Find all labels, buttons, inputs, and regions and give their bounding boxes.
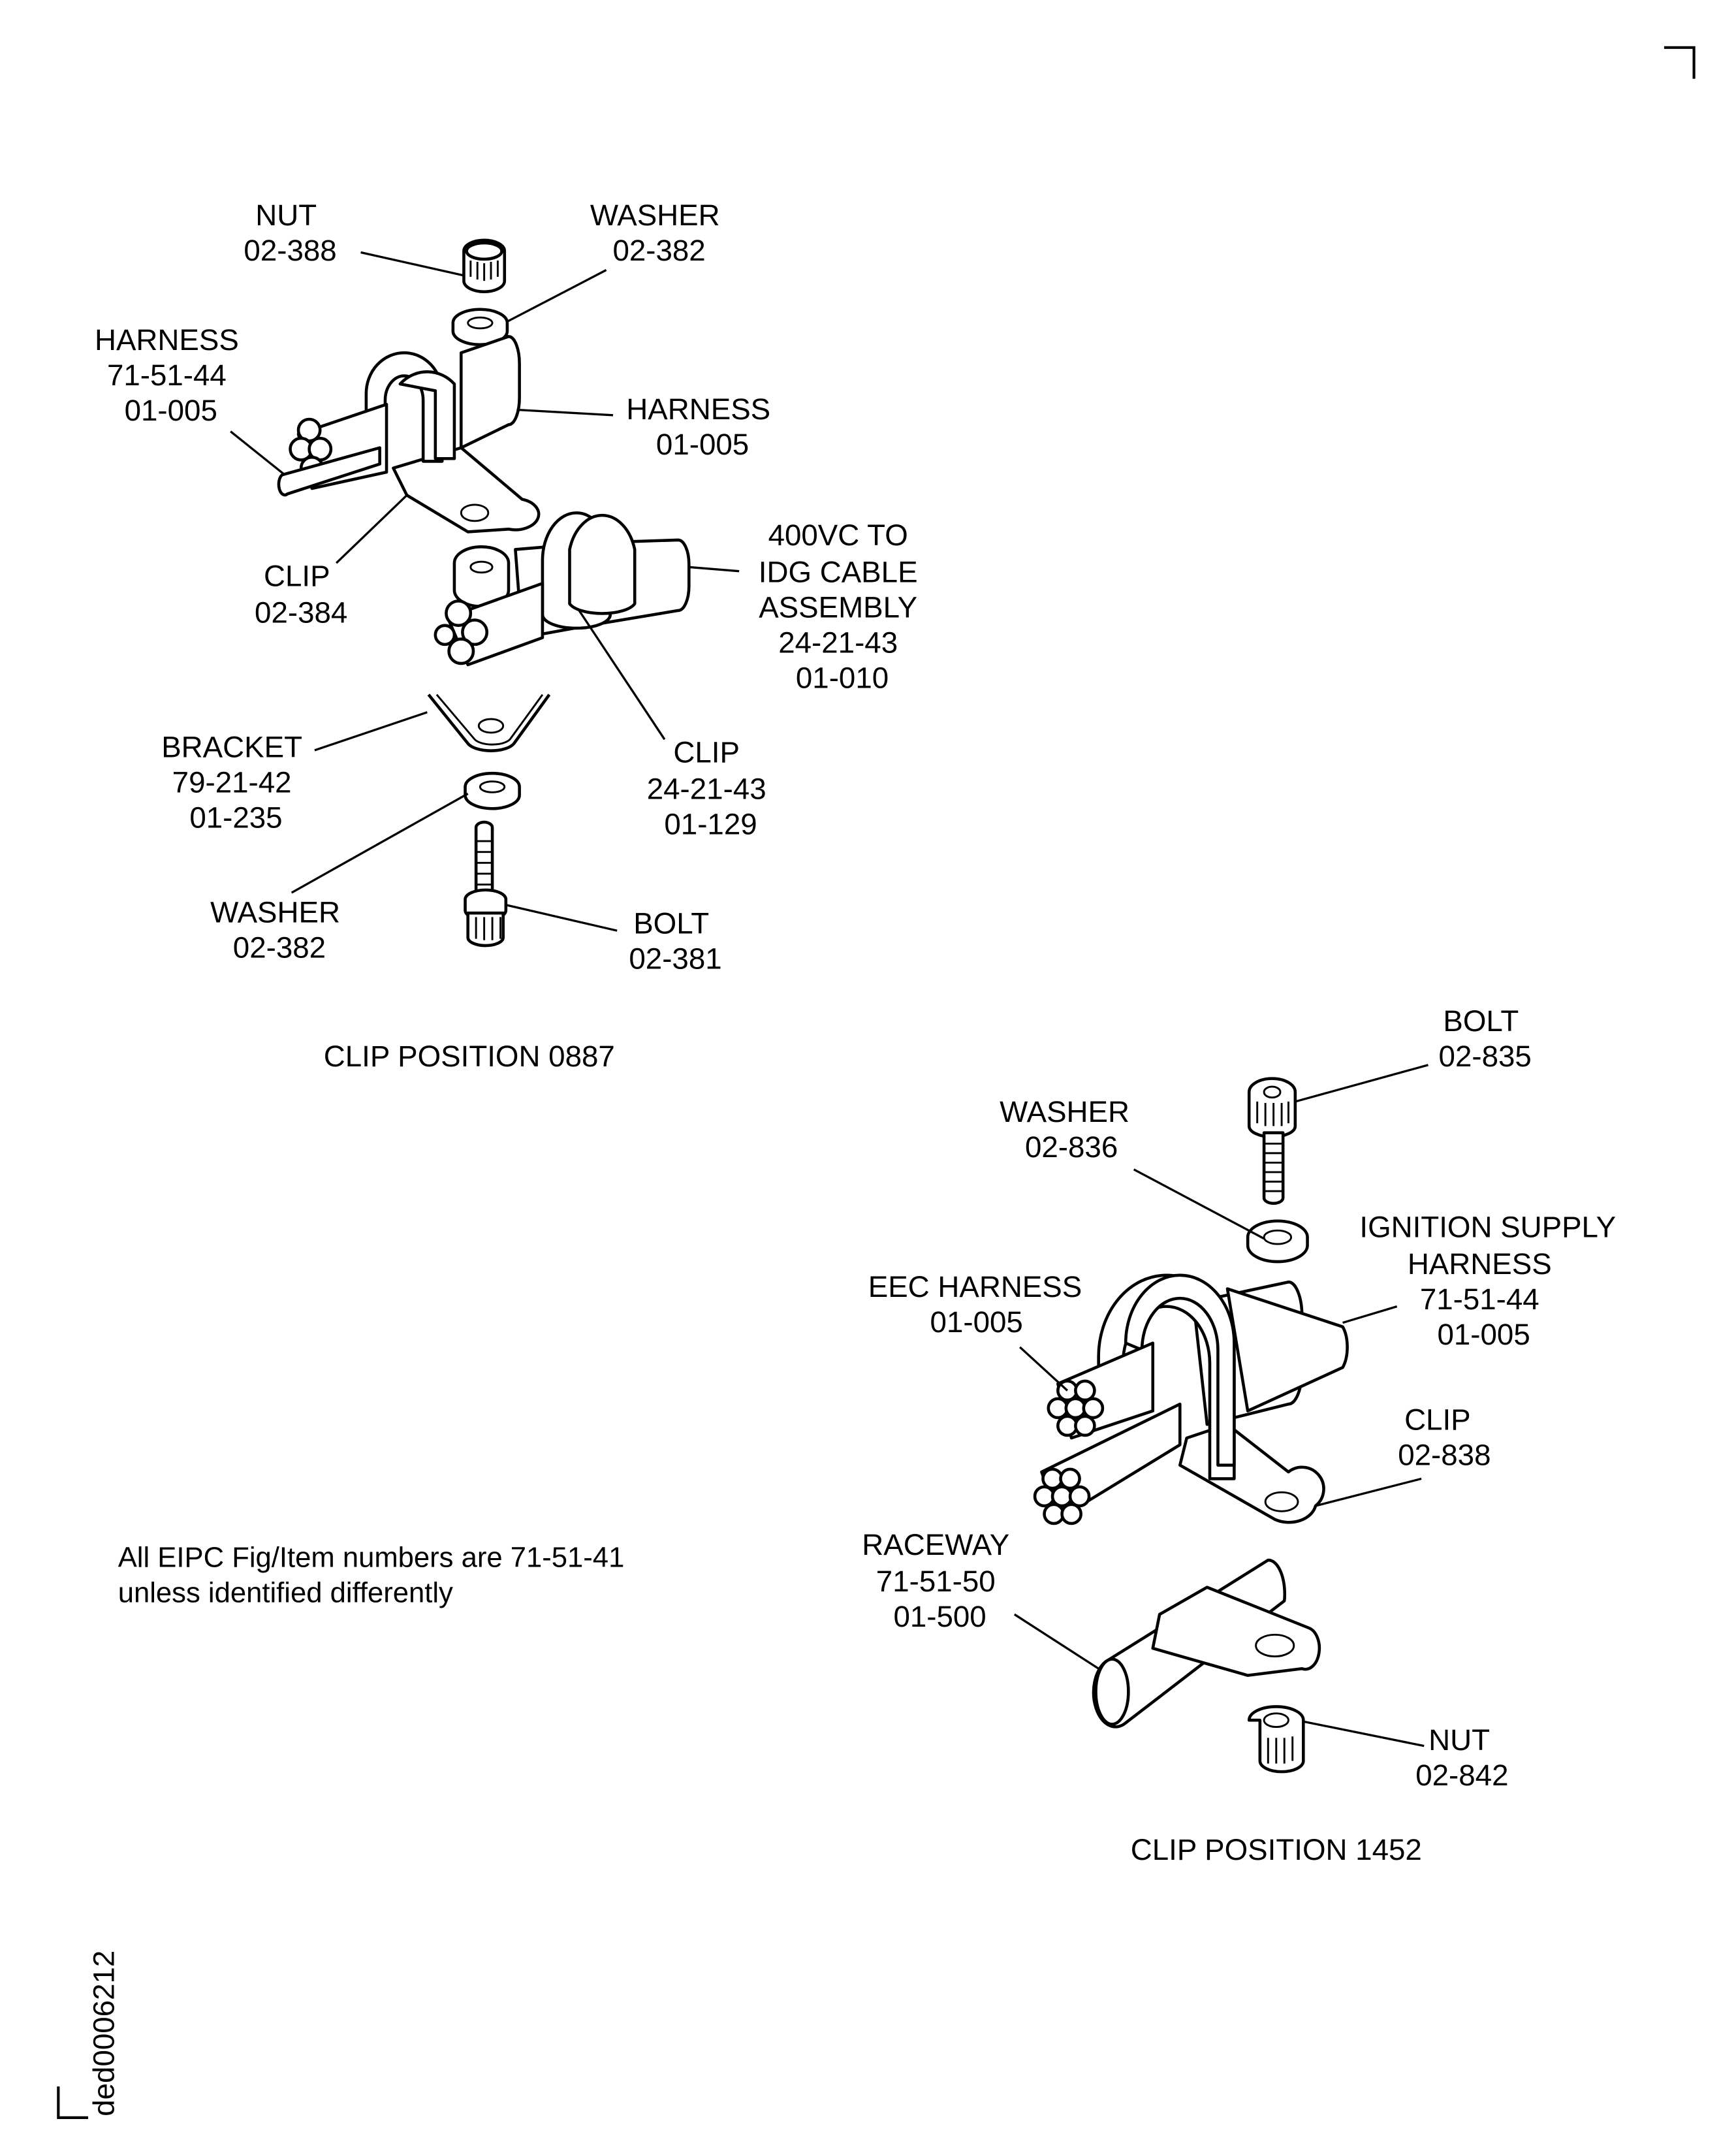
callout-nut: NUT 02-388: [244, 199, 336, 267]
figure-caption: CLIP POSITION 0887: [324, 1040, 615, 1073]
callout-clip-lower: CLIP 24-21-43 01-129: [647, 736, 775, 841]
figure-clip-position-0887: NUT 02-388 WASHER 02-382 HARNESS 71-51-4…: [95, 199, 926, 1073]
washer-icon: [1246, 1219, 1309, 1264]
p-clip-with-harness-icon: [1033, 1273, 1349, 1525]
bracket-icon: [427, 694, 551, 752]
callout-washer: WASHER 02-836: [1000, 1095, 1138, 1164]
leader-line: [230, 430, 286, 476]
leader-line: [291, 792, 469, 894]
leader-line: [516, 408, 614, 417]
callout-bolt: BOLT 02-381: [629, 906, 721, 975]
leader-line: [1342, 1305, 1398, 1324]
leader-line: [360, 251, 464, 277]
leader-line: [1133, 1168, 1265, 1240]
callout-cable-assembly: 400VC TO IDG CABLE ASSEMBLY 24-21-43 01-…: [759, 518, 926, 694]
clip-with-harness-icon: [277, 335, 541, 534]
leader-line: [505, 904, 618, 932]
callout-harness-right: HARNESS 01-005: [626, 392, 779, 461]
leader-line: [507, 269, 607, 323]
callout-clip-upper: CLIP 02-384: [255, 560, 347, 630]
nut-icon: [462, 238, 507, 294]
leader-line: [578, 610, 666, 741]
callout-raceway: RACEWAY 71-51-50 01-500: [862, 1528, 1018, 1633]
bolt-icon: [464, 820, 508, 948]
callout-washer-bottom: WASHER 02-382: [210, 896, 349, 965]
cable-clip-icon: [434, 511, 691, 667]
leader-line: [1019, 1346, 1068, 1392]
callout-clip: CLIP 02-838: [1398, 1403, 1491, 1472]
leader-line: [336, 494, 408, 564]
general-note: All EIPC Fig/Item numbers are 71-51-41 u…: [118, 1542, 633, 1608]
leader-line: [1295, 1064, 1428, 1103]
figure-clip-position-1452: BOLT 02-835 WASHER 02-836 IGNITION SUPPL…: [862, 1004, 1624, 1866]
figure-caption: CLIP POSITION 1452: [1131, 1833, 1422, 1866]
document-id: ded0006212: [87, 1951, 120, 2116]
callout-ignition-harness: IGNITION SUPPLY HARNESS 71-51-44 01-005: [1359, 1211, 1624, 1351]
callout-bracket: BRACKET 79-21-42 01-235: [161, 730, 310, 834]
leader-line: [689, 566, 740, 573]
leader-line: [1315, 1477, 1422, 1507]
callout-washer-top: WASHER 02-382: [590, 199, 729, 267]
leader-line: [1302, 1720, 1425, 1747]
washer-icon: [464, 771, 521, 810]
nut-icon: [1247, 1705, 1305, 1774]
crop-mark-top-right: [1664, 46, 1696, 79]
callout-eec-harness: EEC HARNESS 01-005: [868, 1270, 1090, 1339]
crop-mark-bottom-left: [57, 2086, 89, 2119]
leader-line: [1013, 1613, 1099, 1670]
callout-bolt: BOLT 02-835: [1439, 1004, 1532, 1073]
leader-line: [314, 711, 428, 752]
callout-nut: NUT 02-842: [1415, 1723, 1508, 1792]
raceway-icon: [1092, 1558, 1321, 1729]
callout-harness-left: HARNESS 71-51-44 01-005: [95, 323, 247, 427]
washer-icon: [451, 308, 509, 347]
bolt-icon: [1247, 1077, 1297, 1205]
